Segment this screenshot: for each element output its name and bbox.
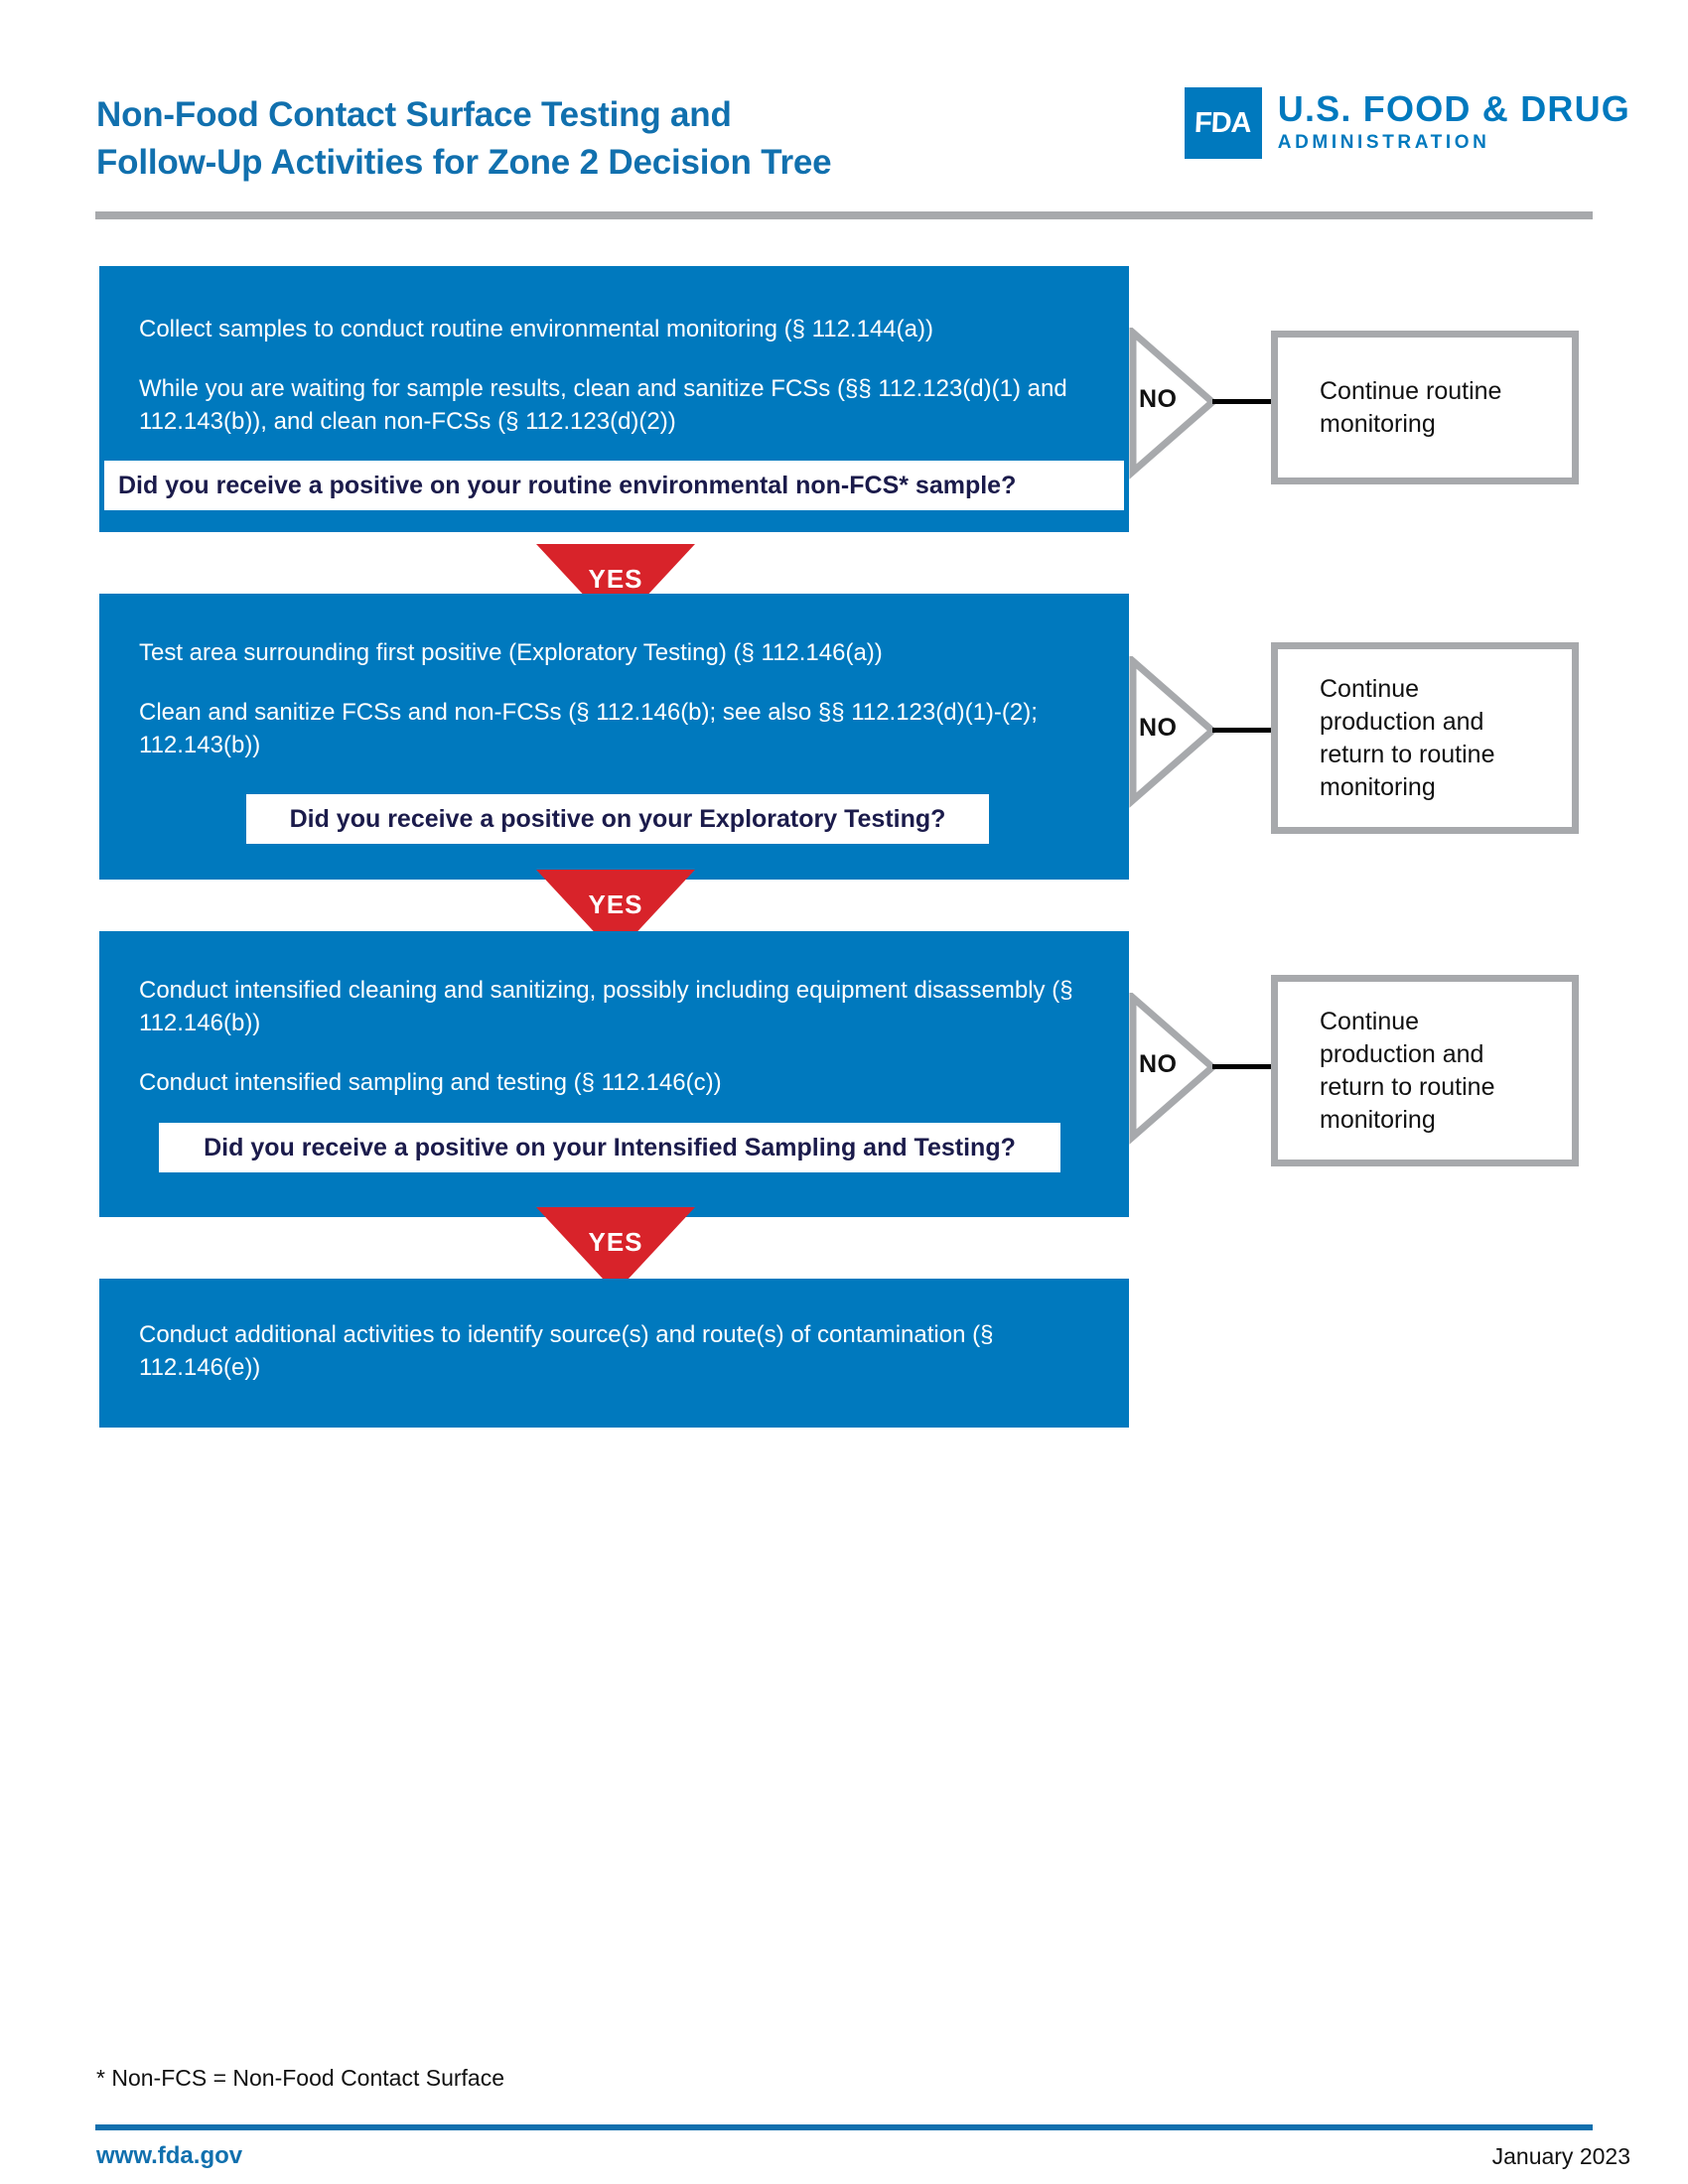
step-2-outcome-box: Continue production and return to routin… (1271, 642, 1579, 834)
header-divider (95, 211, 1593, 219)
step-3-no-branch: NO (1129, 993, 1596, 1157)
step-2-line-2: Clean and sanitize FCSs and non-FCSs (§ … (139, 699, 1038, 758)
step-2-outcome-text: Continue production and return to routin… (1320, 674, 1495, 801)
publication-date: January 2023 (1491, 2143, 1630, 2169)
step-1-no-connector (1212, 399, 1278, 404)
step-1-outcome-text: Continue routine monitoring (1320, 376, 1502, 438)
step-3-yes-triangle-icon (536, 1207, 695, 1293)
footer-divider (95, 2124, 1593, 2130)
page-title: Non-Food Contact Surface Testing and Fol… (96, 91, 1040, 187)
step-3-box: Conduct intensified cleaning and sanitiz… (99, 931, 1129, 1217)
step-2-no-triangle-icon (1129, 656, 1218, 808)
step-3-no-connector (1212, 1064, 1278, 1069)
step-3-line-1: Conduct intensified cleaning and sanitiz… (139, 977, 1073, 1036)
step-1-no-branch: NO (1129, 328, 1596, 491)
fda-logo: FDA U.S. FOOD & DRUG ADMINISTRATION (1184, 87, 1630, 167)
footnote: * Non-FCS = Non-Food Contact Surface (96, 2065, 504, 2091)
step-2-no-label: NO (1139, 714, 1178, 742)
step-3-yes-label: YES (588, 1227, 643, 1257)
step-2-question: Did you receive a positive on your Explo… (246, 794, 989, 844)
step-2-no-connector (1212, 728, 1278, 733)
fda-website-link[interactable]: www.fda.gov (96, 2142, 243, 2169)
fda-logo-mark-icon: FDA (1184, 87, 1262, 159)
fda-wordmark-line-2: ADMINISTRATION (1277, 132, 1490, 153)
step-1-outcome-box: Continue routine monitoring (1271, 331, 1579, 484)
step-1-no-label: NO (1139, 385, 1178, 413)
step-1-line-2: While you are waiting for sample results… (139, 375, 1067, 435)
step-3-question: Did you receive a positive on your Inten… (159, 1123, 1060, 1172)
step-3-yes-arrow: YES (536, 1207, 695, 1293)
step-1-yes-label: YES (588, 564, 643, 594)
step-4-box: Conduct additional activities to identif… (99, 1279, 1129, 1428)
page-title-line-1: Non-Food Contact Surface Testing and (96, 95, 732, 134)
step-3-line-2: Conduct intensified sampling and testing… (139, 1069, 722, 1096)
step-4-line-1: Conduct additional activities to identif… (139, 1321, 994, 1381)
fda-wordmark: U.S. FOOD & DRUG ADMINISTRATION (1278, 87, 1630, 155)
step-1-line-1: Collect samples to conduct routine envir… (139, 316, 933, 342)
step-1-question: Did you receive a positive on your routi… (104, 461, 1124, 510)
page-title-line-2: Follow-Up Activities for Zone 2 Decision… (96, 143, 832, 182)
step-3-outcome-text: Continue production and return to routin… (1320, 1007, 1495, 1134)
step-1-no-triangle-icon (1129, 328, 1218, 479)
fda-wordmark-line-1: U.S. FOOD & DRUG (1277, 88, 1630, 129)
step-3-outcome-box: Continue production and return to routin… (1271, 975, 1579, 1166)
step-2-no-branch: NO (1129, 656, 1596, 820)
step-3-no-triangle-icon (1129, 993, 1218, 1145)
page-header: Non-Food Contact Surface Testing and Fol… (0, 0, 1688, 228)
step-3-no-label: NO (1139, 1050, 1178, 1078)
step-2-line-1: Test area surrounding first positive (Ex… (139, 639, 883, 666)
step-2-yes-label: YES (588, 889, 643, 919)
